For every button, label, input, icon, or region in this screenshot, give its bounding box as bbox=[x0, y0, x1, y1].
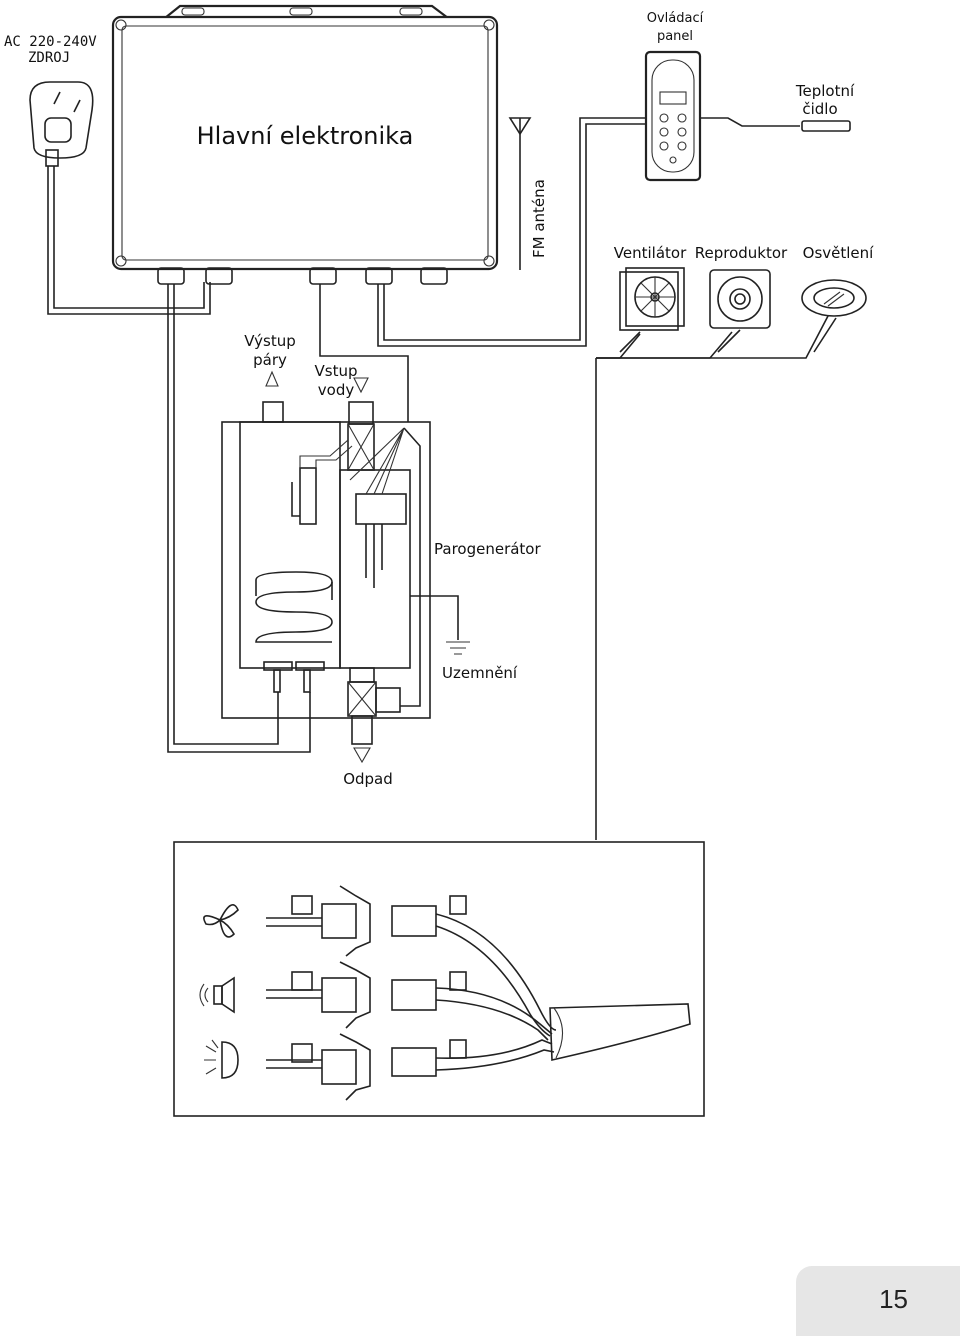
water-in-label-2: vody bbox=[318, 381, 355, 399]
arrow-up-icon bbox=[265, 370, 279, 387]
main-unit-title: Hlavní elektronika bbox=[197, 122, 414, 150]
temp-sensor-icon bbox=[801, 120, 851, 132]
page-number-box: 15 bbox=[796, 1266, 960, 1336]
grounding-label: Uzemnění bbox=[442, 664, 518, 682]
drain-label: Odpad bbox=[343, 770, 393, 788]
control-panel-label: Ovládací bbox=[647, 11, 704, 26]
temp-sensor-label-2: čidlo bbox=[802, 100, 837, 118]
main-electronics-box bbox=[111, 4, 499, 285]
page-number: 15 bbox=[879, 1284, 908, 1314]
antenna-icon bbox=[508, 117, 532, 270]
fm-antenna-label: FM anténa bbox=[530, 179, 548, 258]
power-plug-icon bbox=[29, 81, 94, 167]
steam-generator-unit bbox=[221, 401, 431, 764]
fan-icon bbox=[619, 267, 685, 331]
speaker-label: Reproduktor bbox=[695, 244, 788, 262]
connector-detail-box bbox=[173, 841, 705, 1117]
power-label-2: ZDROJ bbox=[28, 50, 70, 66]
lighting-label: Osvětlení bbox=[803, 244, 875, 262]
steam-out-label-2: páry bbox=[253, 351, 287, 369]
fan-icon-small bbox=[203, 904, 239, 938]
steam-generator-label: Parogenerátor bbox=[434, 540, 541, 558]
control-panel-icon bbox=[644, 50, 702, 182]
control-panel-label-2: panel bbox=[657, 29, 693, 44]
speaker-icon-small bbox=[199, 976, 235, 1014]
light-icon-small bbox=[204, 1039, 239, 1079]
fan-label: Ventilátor bbox=[614, 244, 687, 262]
drain-arrow-icon bbox=[353, 747, 371, 764]
arrow-down-icon bbox=[353, 377, 369, 394]
power-label: AC 220-240V bbox=[4, 34, 97, 50]
light-fixture-icon bbox=[801, 279, 867, 317]
steam-out-label: Výstup bbox=[244, 332, 295, 350]
temp-sensor-label: Teplotní bbox=[795, 82, 855, 100]
speaker-icon bbox=[709, 269, 771, 329]
water-in-label: Vstup bbox=[315, 362, 358, 380]
